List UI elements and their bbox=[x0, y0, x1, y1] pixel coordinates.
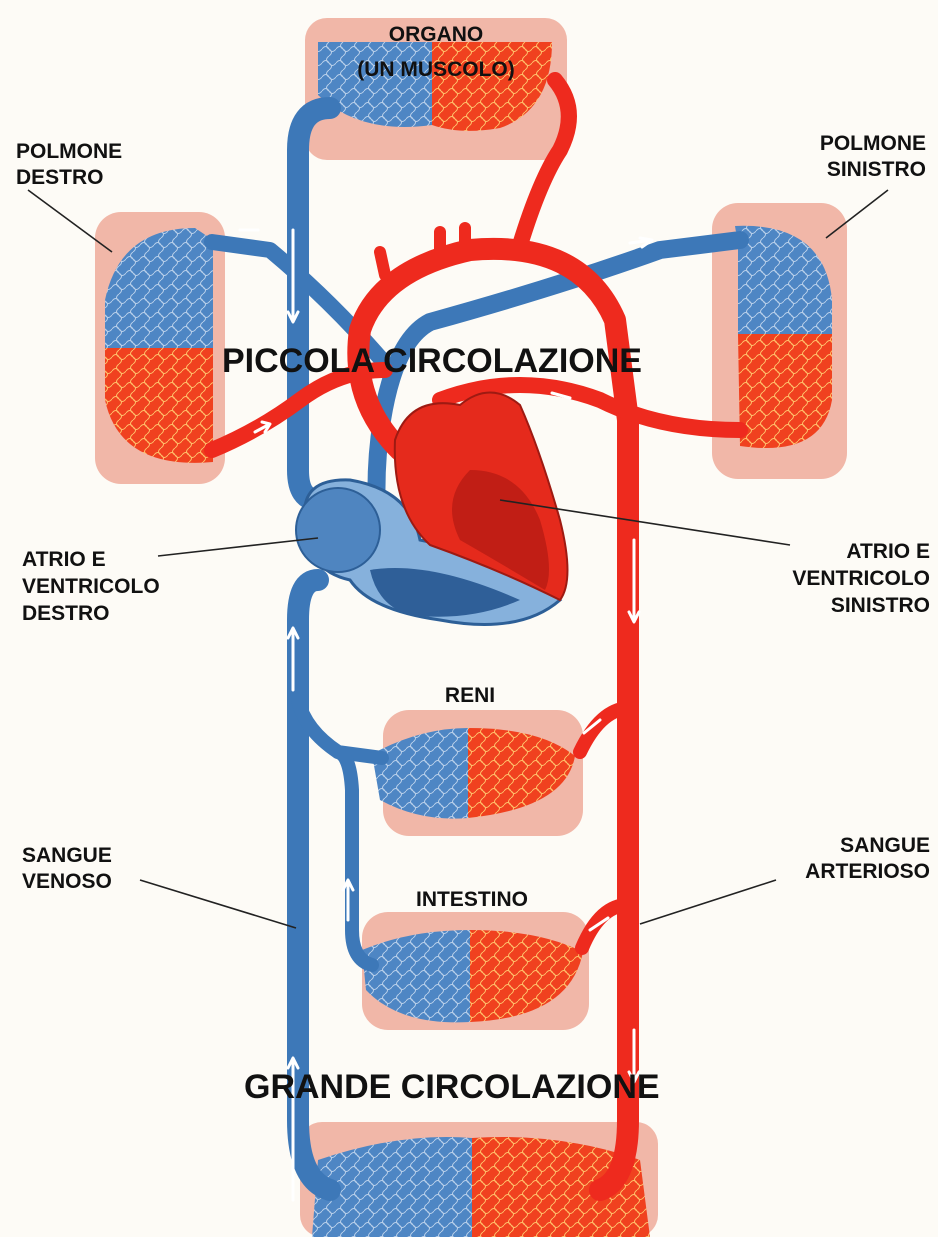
label-right-heart-line1: ATRIO E bbox=[22, 548, 106, 571]
label-intestine: INTESTINO bbox=[416, 888, 528, 911]
label-right-heart-line3: DESTRO bbox=[22, 602, 110, 625]
organ-capillary-bed bbox=[318, 42, 552, 131]
left-lung-capillary-bed bbox=[735, 226, 832, 448]
label-kidneys: RENI bbox=[445, 684, 495, 707]
label-right-lung-line2: DESTRO bbox=[16, 166, 104, 189]
label-venous-blood-line1: SANGUE bbox=[22, 844, 112, 867]
label-left-heart-line1: ATRIO E bbox=[846, 540, 930, 563]
label-arterial-blood-line1: SANGUE bbox=[840, 834, 930, 857]
label-right-lung-line1: POLMONE bbox=[16, 140, 122, 163]
heart bbox=[296, 393, 568, 625]
label-pulmonary-circulation: PICCOLA CIRCOLAZIONE bbox=[222, 342, 642, 380]
label-arterial-blood-line2: ARTERIOSO bbox=[805, 860, 930, 883]
label-organ-line1: ORGANO bbox=[389, 23, 484, 46]
label-organ-line2: (UN MUSCOLO) bbox=[357, 58, 514, 81]
label-left-lung-line2: SINISTRO bbox=[827, 158, 926, 181]
label-systemic-circulation: GRANDE CIRCOLAZIONE bbox=[244, 1068, 660, 1106]
label-right-heart-line2: VENTRICOLO bbox=[22, 575, 160, 598]
right-atrium bbox=[296, 488, 380, 572]
label-left-heart-line2: VENTRICOLO bbox=[792, 567, 930, 590]
right-lung-capillary-bed bbox=[105, 228, 213, 463]
label-left-lung-line1: POLMONE bbox=[820, 132, 926, 155]
label-left-heart-line3: SINISTRO bbox=[831, 594, 930, 617]
label-venous-blood-line2: VENOSO bbox=[22, 870, 112, 893]
